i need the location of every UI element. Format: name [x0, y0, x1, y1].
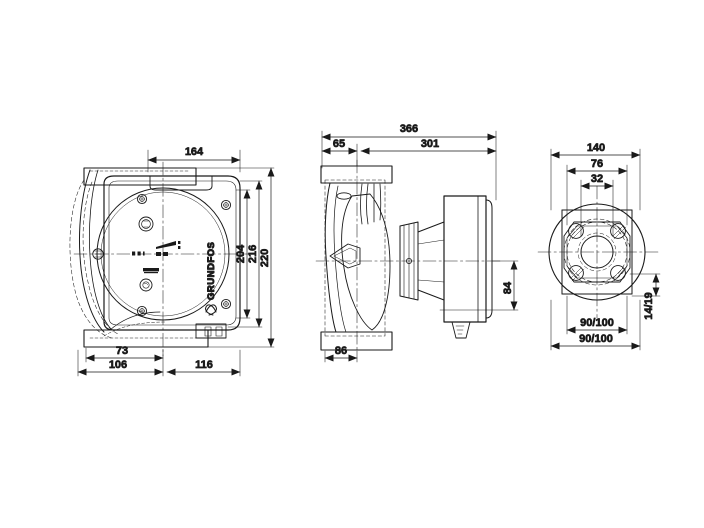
volute-hidden-box — [324, 179, 386, 337]
dim-73: 73 — [116, 345, 128, 357]
dim-90-100-outer: 90/100 — [579, 333, 613, 345]
flange-centerlines — [537, 185, 661, 319]
top-ribs — [360, 183, 382, 225]
rib-bottom — [109, 311, 161, 331]
dim-86: 86 — [335, 345, 347, 357]
cover-screws — [136, 193, 232, 317]
volute-outer — [79, 169, 105, 333]
cover-strip — [149, 175, 213, 191]
dim-84: 84 — [502, 281, 514, 294]
top-flange-outline — [83, 167, 197, 186]
suction-cone — [329, 243, 361, 269]
dim-164: 164 — [185, 146, 204, 158]
volute-inner — [88, 169, 113, 331]
terminal-box-outline — [103, 175, 241, 331]
control-button — [139, 278, 153, 292]
dim-366: 366 — [400, 123, 418, 135]
dim-90-100-inner: 90/100 — [580, 317, 614, 329]
cable-gland — [451, 321, 471, 339]
terminal-box-inner — [108, 180, 237, 326]
flange-octagon — [563, 221, 631, 283]
cable-connector — [195, 323, 227, 339]
dim-220: 220 — [259, 249, 271, 267]
dim-301: 301 — [421, 138, 439, 150]
rib-bottom-hidden — [103, 321, 167, 337]
center-top-flange — [320, 165, 393, 184]
housing-hidden-arc — [69, 179, 113, 339]
center-bottom-flange — [320, 331, 393, 351]
volute-left-edge2 — [333, 185, 347, 333]
led-indicator-bars — [132, 251, 145, 256]
dim-204: 204 — [235, 244, 247, 263]
motor-cap — [485, 199, 493, 319]
left-view-group: GRUNDFOS — [69, 161, 253, 357]
dim-32: 32 — [591, 173, 603, 185]
grundfos-logo-icon — [205, 304, 217, 316]
motor-housing — [443, 195, 487, 323]
air-vent-plug — [138, 216, 154, 232]
oval-boss — [336, 192, 352, 200]
center-view-group — [315, 159, 501, 353]
dim-116: 116 — [195, 359, 213, 371]
dim-14-19: 14/19 — [643, 292, 655, 320]
volute-left-edge — [324, 182, 337, 333]
brand-label: GRUNDFOS — [206, 242, 217, 300]
right-view-dimensions: 140 76 32 14/19 90/100 90/100 — [550, 142, 661, 351]
adapter-lines — [417, 239, 445, 283]
bolt-holes — [568, 223, 627, 282]
impeller-cavity — [341, 193, 391, 331]
centerlines — [73, 161, 253, 357]
dim-140: 140 — [587, 142, 605, 154]
left-view-dimensions: 164 204 216 220 73 106 116 — [77, 146, 275, 377]
suction-cone-inner — [333, 247, 357, 265]
dim-65: 65 — [333, 138, 345, 150]
bottom-flange-outline — [83, 329, 209, 348]
right-view-group — [537, 185, 661, 319]
dim-106: 106 — [109, 359, 127, 371]
dim-216: 216 — [247, 245, 259, 263]
model-label-mark — [143, 268, 159, 274]
center-view-dimensions: 366 65 301 84 86 — [321, 123, 519, 363]
dim-76: 76 — [591, 158, 603, 170]
housing-hidden-arc2 — [82, 181, 119, 335]
